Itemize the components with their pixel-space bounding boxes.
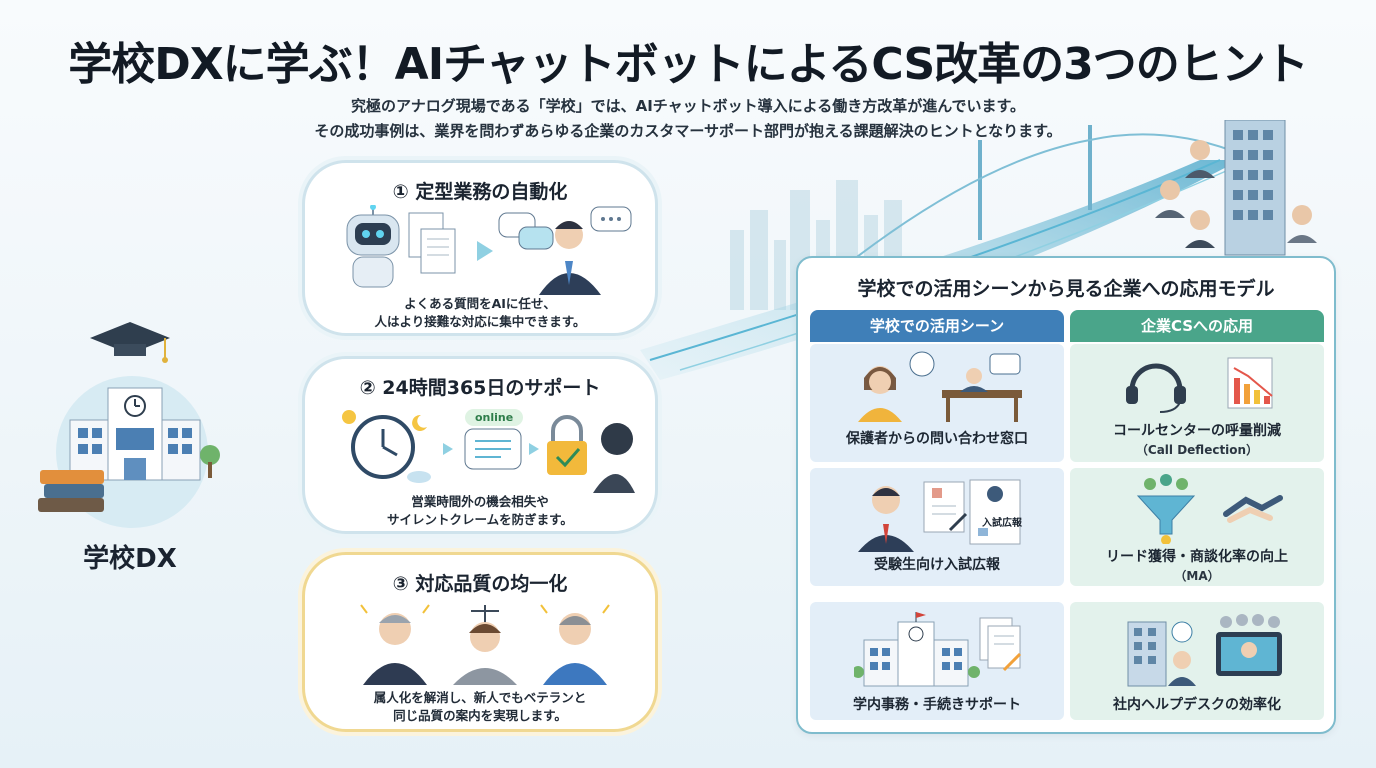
school-scene-office-procedures: 学内事務・手続きサポート bbox=[810, 602, 1064, 720]
cell-label: リード獲得・商談化率の向上 bbox=[1106, 549, 1288, 565]
column-header-company: 企業CSへの応用 bbox=[1070, 310, 1324, 342]
hint-description: 属人化を解消し、新人でもベテランと 同じ品質の案内を実現します。 bbox=[305, 689, 655, 725]
school-scene-parent-inquiry: 保護者からの問い合わせ窓口 bbox=[810, 344, 1064, 462]
cell-label: 学内事務・手続きサポート bbox=[853, 697, 1021, 713]
admissions-doc-label: 入試広報 bbox=[982, 518, 1022, 529]
model-title: 学校での活用シーンから見る企業への応用モデル bbox=[857, 278, 1275, 300]
hint-title: ③ 対応品質の均一化 bbox=[392, 573, 568, 595]
subtitle-line-2: その成功事例は、業界を問わずあらゆる企業のカスタマーサポート部門が抱える課題解決… bbox=[314, 122, 1062, 140]
hint-desc-line-1: よくある質問をAIに任せ、 bbox=[404, 296, 556, 311]
hint-desc-line-1: 営業時間外の機会相失や bbox=[411, 494, 549, 509]
company-app-call-deflection: コールセンターの呼量削減 （Call Deflection） bbox=[1070, 344, 1324, 462]
online-badge: online bbox=[465, 409, 524, 426]
company-app-lead-generation: リード獲得・商談化率の向上 （MA） bbox=[1070, 468, 1324, 586]
hint-card-quality: ③ 対応品質の均一化 属人化を解消し、新人でもベテランと 同じ品質の案内を実現し… bbox=[302, 552, 658, 732]
cell-sublabel: （MA） bbox=[1174, 569, 1220, 583]
parent-inquiry-icon bbox=[858, 351, 1022, 422]
cell-label: 受験生向け入試広報 bbox=[874, 557, 1000, 573]
company-app-helpdesk: 社内ヘルプデスクの効率化 bbox=[1070, 602, 1324, 720]
robot-to-staff-icon bbox=[346, 205, 632, 295]
cell-label: 社内ヘルプデスクの効率化 bbox=[1113, 697, 1281, 713]
hint-card-automation: ① 定型業務の自動化 よくある質問をAIに任せ、 人はより接難な対応に集中できま… bbox=[302, 160, 658, 336]
hint-desc-line-1: 属人化を解消し、新人でもベテランと bbox=[373, 690, 587, 705]
cell-sublabel: （Call Deflection） bbox=[1135, 443, 1259, 457]
hint-title: ② 24時間365日のサポート bbox=[359, 377, 601, 399]
cell-label: 保護者からの問い合わせ窓口 bbox=[846, 431, 1028, 447]
school-label: 学校DX bbox=[83, 544, 177, 574]
school-building-icon bbox=[38, 322, 220, 512]
hint-desc-line-2: 人はより接難な対応に集中できます。 bbox=[374, 314, 586, 329]
hint-description: 営業時間外の機会相失や サイレントクレームを防ぎます。 bbox=[305, 493, 655, 529]
page-title: 学校DXに学ぶ！AIチャットボットによるCS改革の3つのヒント bbox=[68, 39, 1309, 90]
school-scene-admissions: 入試広報 受験生向け入試広報 bbox=[810, 468, 1064, 586]
hint-description: よくある質問をAIに任せ、 人はより接難な対応に集中できます。 bbox=[305, 295, 655, 331]
headset-chart-icon bbox=[1126, 357, 1273, 413]
clock-chat-lock-icon bbox=[342, 410, 635, 493]
cell-label: コールセンターの呼量削減 bbox=[1113, 423, 1281, 439]
subtitle-line-1: 究極のアナログ現場である「学校」では、AIチャットボット導入による働き方改革が進… bbox=[351, 97, 1025, 115]
helpdesk-icon bbox=[1127, 614, 1282, 687]
page-subtitle: 究極のアナログ現場である「学校」では、AIチャットボット導入による働き方改革が進… bbox=[0, 94, 1376, 144]
hint-desc-line-2: サイレントクレームを防ぎます。 bbox=[387, 512, 573, 527]
hint-title: ① 定型業務の自動化 bbox=[392, 181, 568, 203]
admissions-student-icon bbox=[858, 479, 1021, 552]
school-office-icon bbox=[854, 612, 1022, 687]
funnel-handshake-icon bbox=[1136, 474, 1283, 544]
three-staff-icon bbox=[360, 604, 610, 685]
column-header-school: 学校での活用シーン bbox=[810, 310, 1064, 342]
application-model-panel: 学校での活用シーンから見る企業への応用モデル 学校での活用シーン 企業CSへの応… bbox=[796, 256, 1336, 734]
hint-card-24-7: ② 24時間365日のサポート online 営業時間外の機会相失や サイレント… bbox=[302, 356, 658, 534]
hint-desc-line-2: 同じ品質の案内を実現します。 bbox=[393, 708, 567, 723]
school-dx-illustration: 学校DX bbox=[30, 320, 230, 580]
